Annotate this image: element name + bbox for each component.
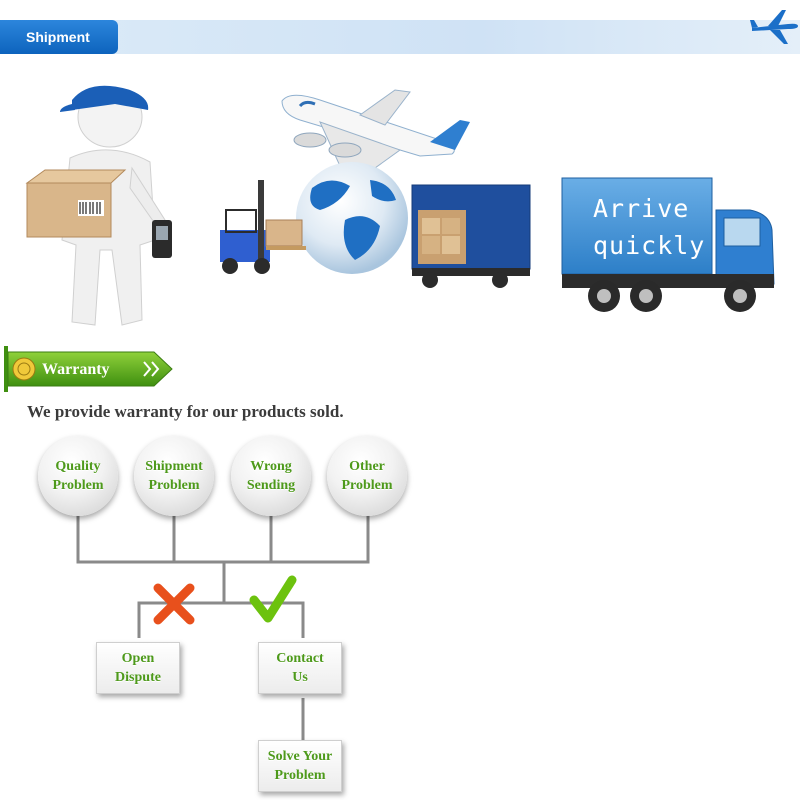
problem-shipment-line2: Problem: [148, 478, 200, 493]
solve-line1: Solve Your: [267, 749, 333, 764]
problem-shipment-line1: Shipment: [145, 459, 203, 474]
contact-line2: Us: [292, 670, 308, 685]
shipment-title: Shipment: [0, 20, 118, 54]
problem-wrong-line2: Sending: [246, 478, 296, 493]
dispute-line1: Open: [121, 651, 155, 666]
truck-slogan: Arrive quickly: [593, 190, 713, 264]
problem-other-line2: Problem: [341, 478, 393, 493]
warranty-title: Warranty: [42, 361, 110, 378]
container-truck-icon: [411, 184, 531, 288]
warranty-flow-connectors: [76, 515, 370, 753]
solve-line2: Problem: [274, 768, 326, 783]
delivery-truck-icon: [561, 177, 775, 312]
cargo-airplane-icon: [281, 89, 470, 169]
courier-figure-icon: [25, 85, 172, 326]
shipment-header-bar: [0, 20, 800, 54]
warranty-intro: We provide warranty for our products sol…: [27, 402, 344, 421]
truck-slogan-line1: Arrive: [593, 194, 690, 223]
problem-quality-line1: Quality: [55, 459, 101, 474]
contact-line1: Contact: [276, 651, 324, 666]
check-icon: [249, 575, 297, 623]
problem-wrong-line1: Wrong: [250, 459, 292, 474]
problem-quality-line2: Problem: [52, 478, 104, 493]
double-chevron-right-icon: [143, 361, 160, 377]
cross-icon: [153, 583, 195, 625]
problem-other-line1: Other: [349, 459, 385, 474]
forklift-icon: [220, 180, 306, 274]
warranty-banner: [4, 346, 173, 392]
airplane-icon: [750, 10, 798, 44]
truck-slogan-line2: quickly: [593, 231, 706, 260]
dispute-line2: Dispute: [115, 670, 161, 685]
warranty-seal-icon: [12, 357, 36, 381]
shipment-illustration: [25, 85, 775, 326]
